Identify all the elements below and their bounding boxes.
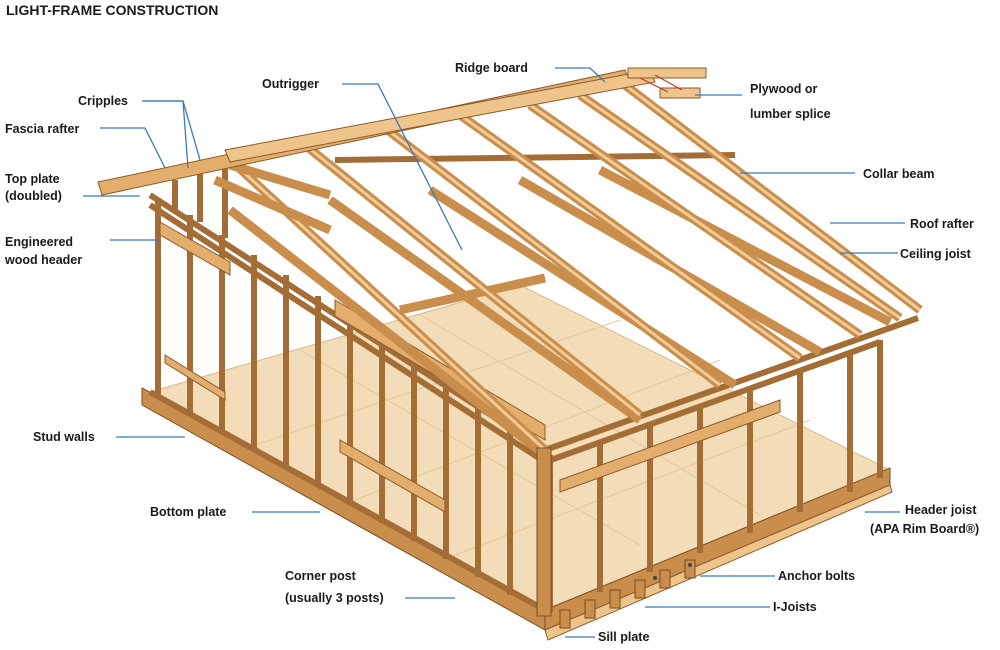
- label-i-joists: I-Joists: [773, 600, 817, 614]
- label-ridge-board: Ridge board: [455, 61, 528, 75]
- label-roof-rafter: Roof rafter: [910, 217, 974, 231]
- anchor-bolts-marks: [653, 563, 692, 580]
- callout-labels: Ridge board Outrigger Cripples Fascia ra…: [4, 61, 979, 644]
- label-top-plate-doubled: (doubled): [5, 189, 62, 203]
- label-anchor-bolts: Anchor bolts: [778, 569, 855, 583]
- ceiling-joists: [227, 166, 893, 459]
- label-engineered-header-1: Engineered: [5, 235, 73, 249]
- label-fascia-rafter: Fascia rafter: [5, 122, 79, 136]
- label-cripples: Cripples: [78, 94, 128, 108]
- label-outrigger: Outrigger: [262, 77, 319, 91]
- label-corner-post-1: Corner post: [285, 569, 357, 583]
- left-wall-studs: [155, 198, 543, 612]
- outriggers: [213, 160, 332, 235]
- label-header-joist-1: Header joist: [905, 503, 977, 517]
- collar-beam: [399, 273, 546, 315]
- ridge-board: [224, 69, 656, 163]
- leader-lines: [83, 67, 905, 638]
- label-header-joist-2: (APA Rim Board®): [870, 522, 979, 536]
- label-plywood-splice-1: Plywood or: [750, 82, 818, 96]
- label-collar-beam: Collar beam: [863, 167, 935, 181]
- label-corner-post-2: (usually 3 posts): [285, 591, 384, 605]
- window-sill-left: [164, 354, 226, 401]
- label-stud-walls: Stud walls: [33, 430, 95, 444]
- door-header: [339, 439, 446, 513]
- label-bottom-plate: Bottom plate: [150, 505, 226, 519]
- label-top-plate: Top plate: [5, 172, 60, 186]
- right-window-header: [559, 399, 781, 493]
- label-ceiling-joist: Ceiling joist: [900, 247, 972, 261]
- i-joist-ends: [559, 559, 696, 629]
- sill-plate: [544, 484, 893, 641]
- engineered-wood-header: [159, 221, 231, 276]
- plywood-splice: [627, 67, 707, 99]
- label-plywood-splice-2: lumber splice: [750, 107, 831, 121]
- corner-post: [536, 447, 552, 617]
- house-frame-illustration: [97, 67, 923, 641]
- diagram-title: LIGHT-FRAME CONSTRUCTION: [6, 2, 218, 18]
- label-engineered-header-2: wood header: [4, 253, 82, 267]
- label-sill-plate: Sill plate: [598, 630, 649, 644]
